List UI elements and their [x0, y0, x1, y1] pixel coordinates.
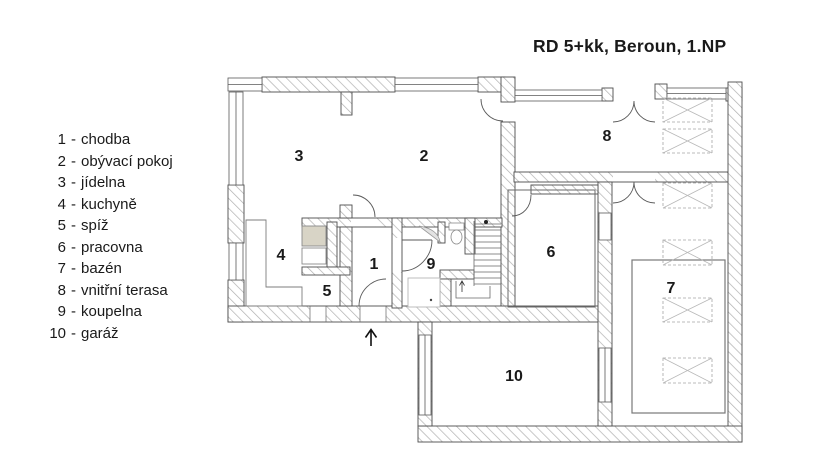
legend-label: kuchyně — [81, 195, 137, 213]
skylight-boxes — [662, 97, 713, 384]
legend-number: 8 — [57, 281, 66, 299]
bathroom-fixtures — [407, 222, 465, 308]
room-label-1: 1 — [370, 256, 379, 273]
legend-number: 10 — [49, 324, 66, 342]
room-label-4: 4 — [277, 247, 286, 264]
legend-label: spíž — [81, 217, 109, 234]
room-label-8: 8 — [603, 128, 612, 145]
opening-edge-lines — [309, 306, 387, 322]
legend-item: 4-kuchyně — [38, 194, 173, 216]
glazing-lines — [228, 84, 726, 415]
legend-item: 5-spíž — [38, 215, 173, 237]
kitchen-shelf — [301, 247, 327, 265]
room-label-7: 7 — [667, 280, 676, 297]
legend-number: 1 — [57, 131, 66, 148]
room-label-9: 9 — [427, 256, 436, 273]
legend-label: obývací pokoj — [81, 152, 173, 170]
room-label-10: 10 — [505, 368, 523, 385]
legend-number: 9 — [57, 303, 66, 320]
legend-dash: - — [71, 152, 76, 170]
legend-number: 2 — [57, 152, 66, 170]
shower-tray — [407, 277, 441, 308]
legend-item: 1-chodba — [38, 129, 173, 151]
legend-item: 8-vnitřní terasa — [38, 280, 173, 302]
room-label-6: 6 — [547, 244, 556, 261]
legend-item: 10-garáž — [38, 323, 173, 345]
toilet-icon — [448, 222, 465, 231]
toilet-bowl-icon — [450, 229, 463, 245]
legend-dash: - — [71, 324, 76, 342]
entrance-arrow-icon — [364, 328, 378, 346]
room-labels: 1 2 3 4 5 6 7 8 9 10 — [277, 128, 676, 385]
drain-dot — [429, 298, 433, 302]
wall-openings — [310, 172, 655, 322]
legend-dash: - — [71, 131, 76, 148]
legend-item: 6-pracovna — [38, 237, 173, 259]
door-arcs — [352, 98, 656, 307]
stairs — [455, 220, 501, 299]
legend-label: vnitřní terasa — [81, 281, 168, 299]
page-title: RD 5+kk, Beroun, 1.NP — [533, 36, 727, 56]
legend-dash: - — [71, 260, 76, 277]
kitchen-cabinet — [301, 225, 327, 247]
legend-item: 7-bazén — [38, 258, 173, 280]
legend-item: 3-jídelna — [38, 172, 173, 194]
legend-dash: - — [71, 303, 76, 320]
room-label-5: 5 — [323, 283, 332, 300]
pool — [631, 259, 726, 414]
room-label-3: 3 — [295, 148, 304, 165]
room6-outline — [507, 189, 596, 308]
legend-label: jídelna — [81, 174, 126, 191]
kitchen-counter — [245, 219, 303, 307]
corner-shower-icon — [418, 225, 441, 243]
legend-label: pracovna — [81, 238, 143, 256]
legend-dash: - — [71, 281, 76, 299]
legend-number: 7 — [57, 260, 66, 277]
legend-dash: - — [71, 217, 76, 234]
legend-item: 9-koupelna — [38, 301, 173, 323]
legend-dash: - — [71, 238, 76, 256]
legend-dash: - — [71, 195, 76, 213]
legend-number: 3 — [57, 174, 66, 191]
legend-item: 2-obývací pokoj — [38, 151, 173, 173]
legend-dash: - — [71, 174, 76, 191]
legend-label: garáž — [81, 324, 119, 342]
legend-number: 4 — [57, 195, 66, 213]
legend: 1-chodba 2-obývací pokoj 3-jídelna 4-kuc… — [38, 129, 173, 345]
room-label-2: 2 — [420, 148, 429, 165]
legend-label: bazén — [81, 260, 122, 277]
legend-label: chodba — [81, 131, 131, 148]
legend-label: koupelna — [81, 303, 142, 320]
legend-number: 5 — [57, 217, 66, 234]
legend-number: 6 — [57, 238, 66, 256]
